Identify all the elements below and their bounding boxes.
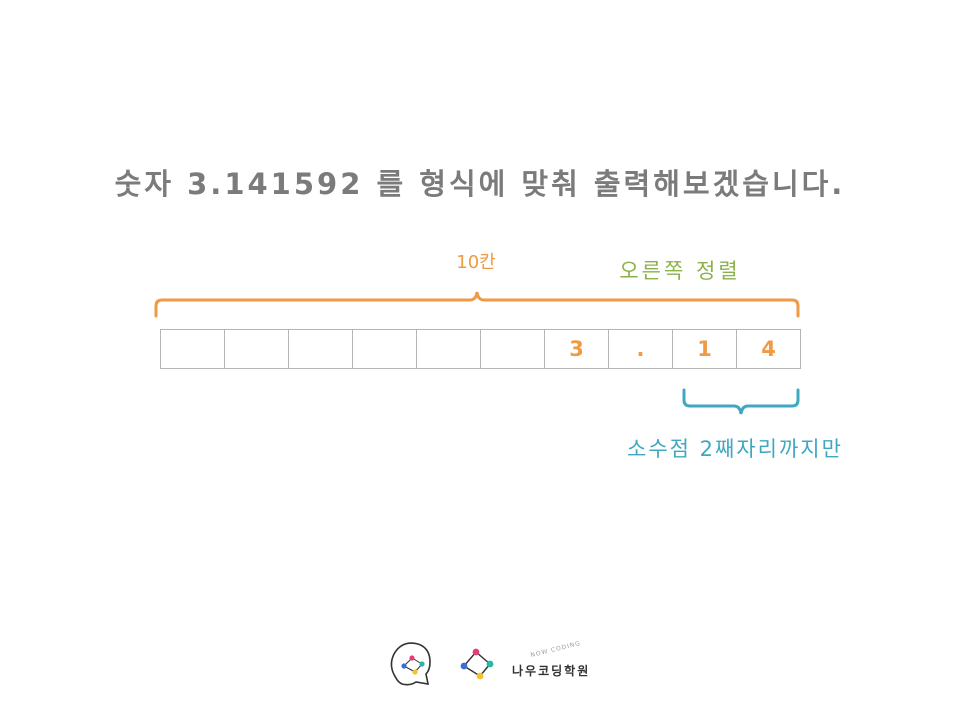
cell-9: 1 — [673, 329, 737, 369]
format-cells: 3 . 1 4 — [160, 329, 801, 369]
head-logo-icon — [390, 642, 431, 686]
width-brace — [154, 291, 800, 318]
diamond-logo-icon — [460, 648, 494, 680]
cell-4 — [353, 329, 417, 369]
alignment-label: 오른쪽 정렬 — [619, 259, 741, 283]
footer-logos — [390, 642, 494, 686]
decimal-label: 소수점 2째자리까지만 — [627, 437, 843, 461]
cell-3 — [289, 329, 353, 369]
cell-1 — [161, 329, 225, 369]
decimal-brace — [682, 388, 800, 415]
cell-10: 4 — [737, 329, 801, 369]
cell-8: . — [609, 329, 673, 369]
width-label: 10칸 — [456, 252, 496, 273]
cell-5 — [417, 329, 481, 369]
cell-2 — [225, 329, 289, 369]
logo-name: 나우코딩학원 — [512, 664, 591, 678]
cell-7: 3 — [545, 329, 609, 369]
page-title: 숫자 3.141592 를 형식에 맞춰 출력해보겠습니다. — [114, 167, 846, 201]
cell-6 — [481, 329, 545, 369]
